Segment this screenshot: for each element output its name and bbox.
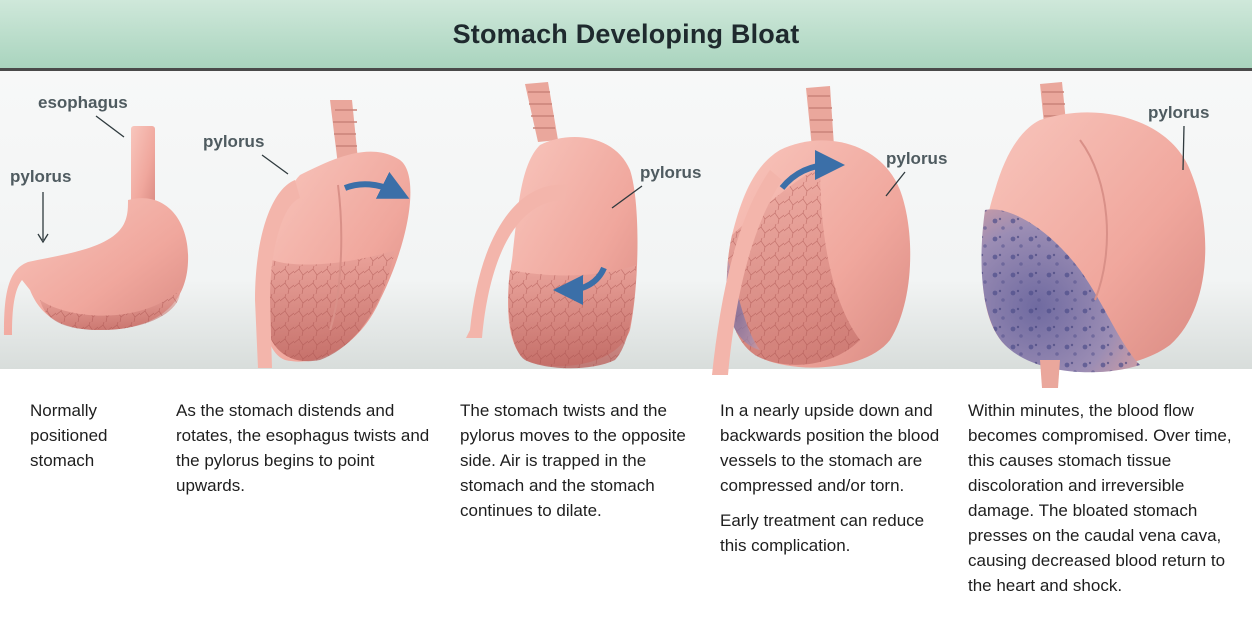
caption-stage-1: Normally positioned stomach	[30, 398, 150, 473]
stomach-normal	[4, 126, 188, 335]
label-pylorus-2: pylorus	[203, 132, 288, 174]
svg-text:pylorus: pylorus	[886, 149, 947, 168]
stomach-distending	[255, 100, 410, 368]
svg-text:pylorus: pylorus	[203, 132, 264, 151]
stomach-twisted	[466, 82, 638, 368]
caption-stage-2: As the stomach distends and rotates, the…	[176, 398, 438, 498]
stomach-upside-down	[712, 86, 910, 375]
label-esophagus: esophagus	[38, 93, 128, 137]
caption-stage-5: Within minutes, the blood flow becomes c…	[968, 398, 1246, 598]
caption-stage-4: In a nearly upside down and backwards po…	[720, 398, 940, 558]
label-pylorus-1: pylorus	[10, 167, 71, 242]
svg-text:esophagus: esophagus	[38, 93, 128, 112]
svg-text:pylorus: pylorus	[640, 163, 701, 182]
stomach-bloated	[982, 82, 1206, 388]
svg-text:pylorus: pylorus	[1148, 103, 1209, 122]
caption-stage-3: The stomach twists and the pylorus moves…	[460, 398, 700, 523]
svg-text:pylorus: pylorus	[10, 167, 71, 186]
caption-stage-4-note: Early treatment can reduce this complica…	[720, 508, 940, 558]
